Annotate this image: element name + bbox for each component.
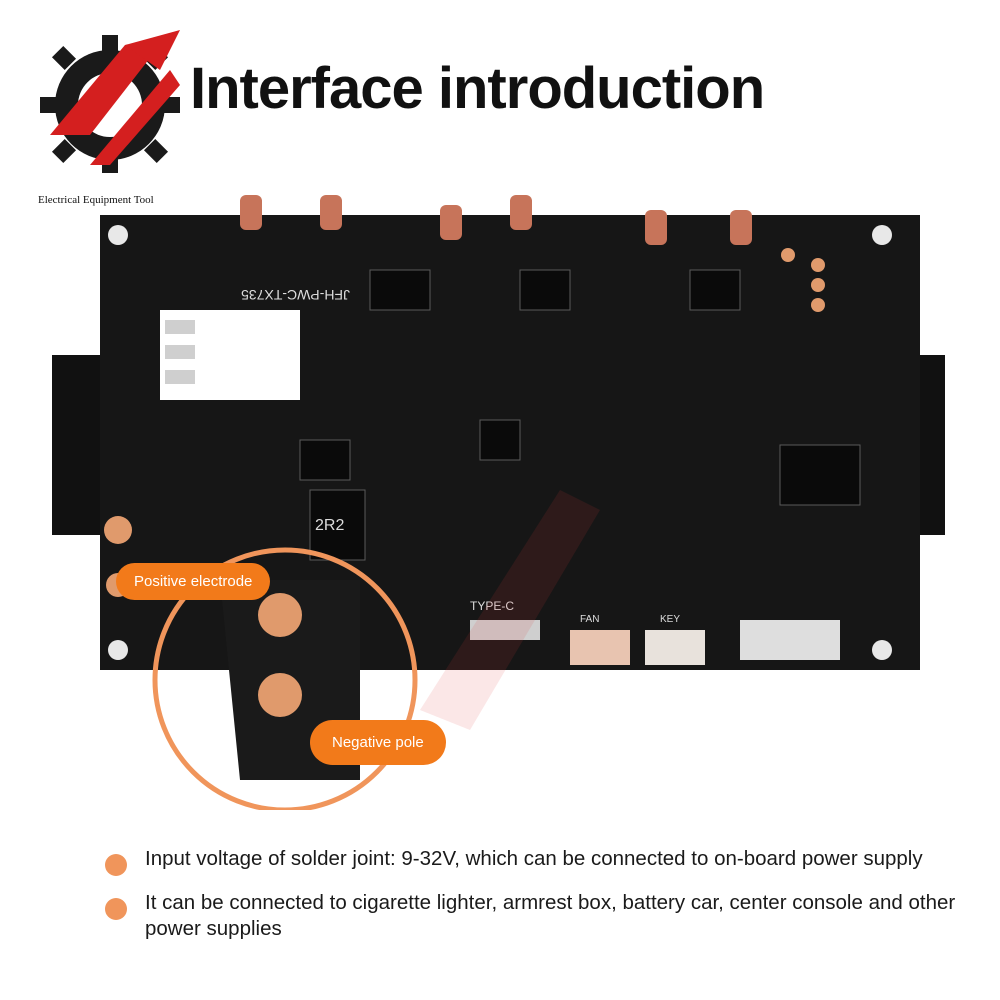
bullet-text: Input voltage of solder joint: 9-32V, wh… — [145, 847, 923, 870]
bullet-item: It can be connected to cigarette lighter… — [105, 890, 965, 942]
bullet-dot-icon — [105, 898, 127, 920]
board-label-key: KEY — [660, 614, 680, 625]
logo-caption: Electrical Equipment Tool — [38, 194, 154, 206]
positive-electrode-callout: Positive electrode — [116, 563, 271, 600]
bullet-dot-icon — [105, 854, 127, 876]
page-title: Interface introduction — [190, 56, 765, 121]
bullet-list: Input voltage of solder joint: 9-32V, wh… — [105, 846, 965, 960]
board-label-typec: TYPE-C — [470, 599, 514, 613]
board-label-fan: FAN — [580, 614, 599, 625]
bullet-text: It can be connected to cigarette lighter… — [145, 891, 956, 940]
board-model-label: JFH-PWC-TX735 — [241, 287, 350, 303]
board-label-2r2: 2R2 — [315, 517, 344, 534]
pcb-board-image: JFH-PWC-TX735 2R2 TYPE-C FAN KEY — [52, 195, 945, 810]
logo-gear-icon — [40, 30, 180, 173]
negative-pole-callout: Negative pole — [310, 720, 446, 765]
bullet-item: Input voltage of solder joint: 9-32V, wh… — [105, 846, 965, 876]
